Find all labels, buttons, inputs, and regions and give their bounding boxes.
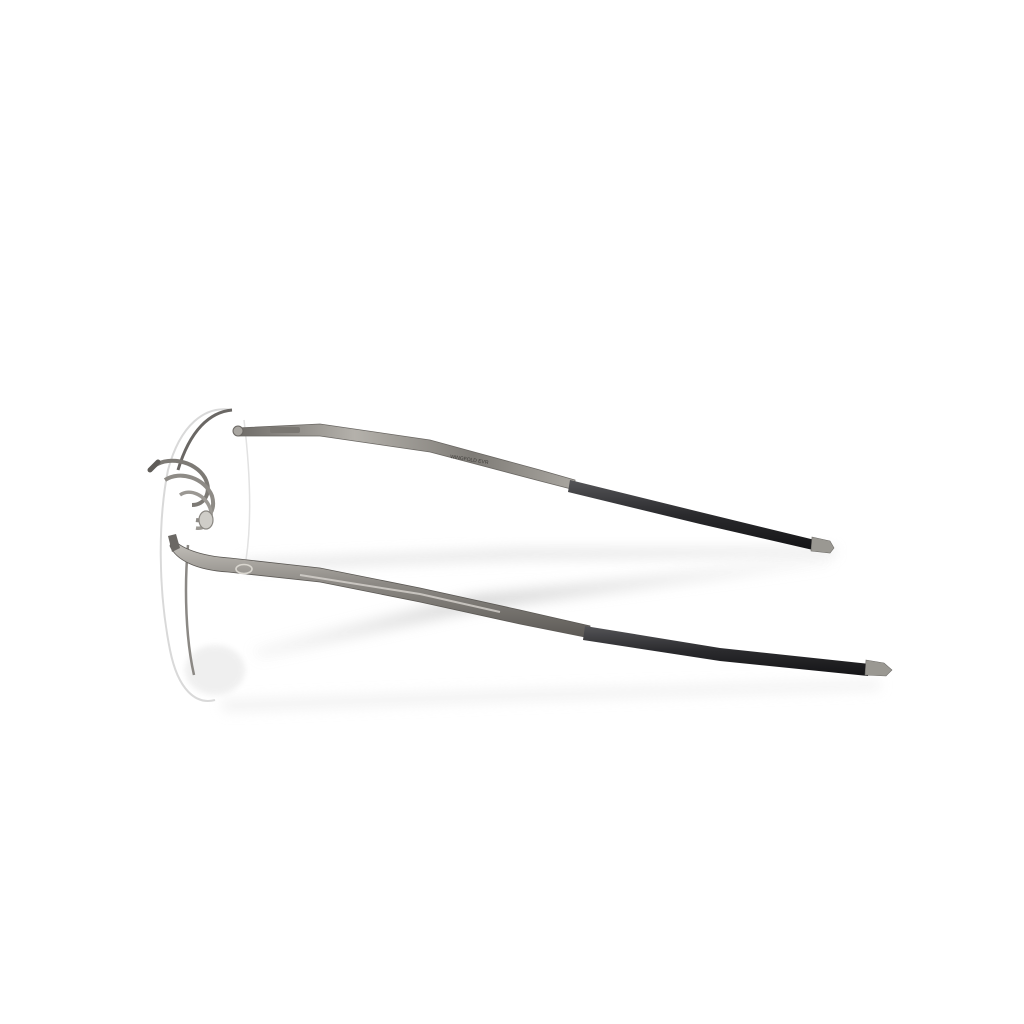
brand-logo-icon xyxy=(235,563,253,575)
floor-shadow xyxy=(185,548,880,712)
near-temple xyxy=(169,537,893,677)
hinge xyxy=(168,534,180,552)
nose-pad-arms xyxy=(147,458,215,530)
far-temple: WINGFOLD EVR xyxy=(232,423,835,554)
